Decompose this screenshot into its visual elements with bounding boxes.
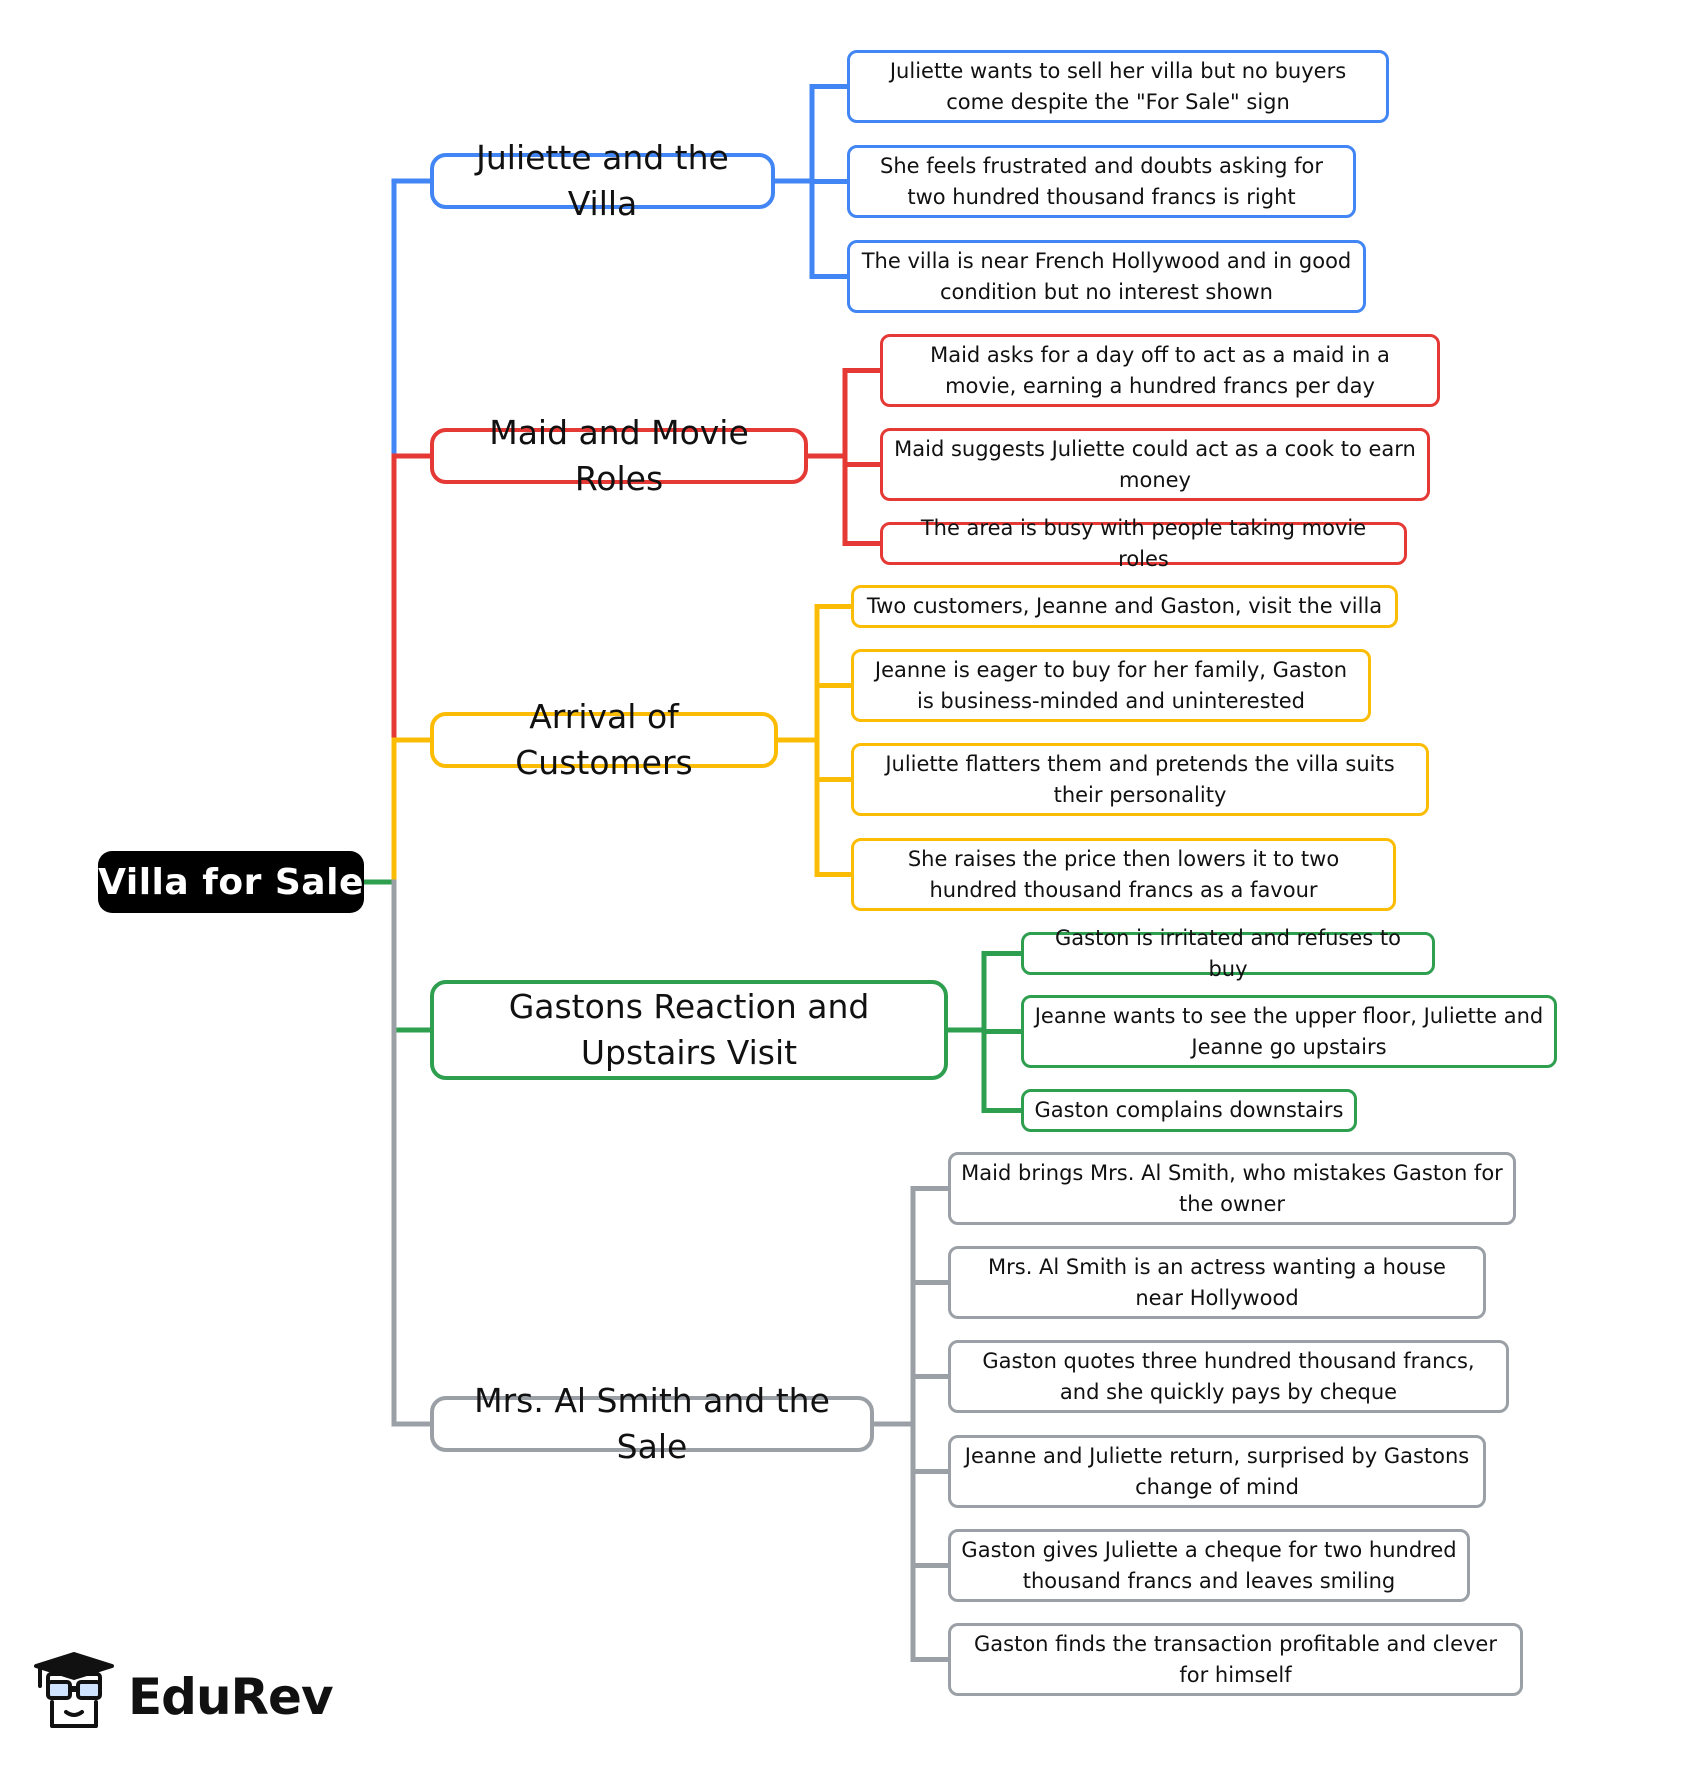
leaf-mrs-al-smith-and-the-sale-2: Mrs. Al Smith is an actress wanting a ho…	[948, 1246, 1486, 1319]
leaf-gastons-reaction-3: Gaston complains downstairs	[1021, 1089, 1357, 1132]
leaf-gastons-reaction-1: Gaston is irritated and refuses to buy	[1021, 926, 1435, 981]
leaf-arrival-of-customers-2: Jeanne is eager to buy for her family, G…	[851, 649, 1371, 722]
branch-gastons-reaction: Gastons Reaction and Upstairs Visit	[430, 980, 948, 1080]
branch-juliette-and-the-villa: Juliette and the Villa	[430, 138, 775, 223]
leaf-mrs-al-smith-and-the-sale-4: Jeanne and Juliette return, surprised by…	[948, 1435, 1486, 1508]
leaf-mrs-al-smith-and-the-sale-3: Gaston quotes three hundred thousand fra…	[948, 1340, 1509, 1413]
leaf-arrival-of-customers-1: Two customers, Jeanne and Gaston, visit …	[851, 585, 1398, 628]
leaf-maid-and-movie-roles-3: The area is busy with people taking movi…	[880, 516, 1407, 571]
edurev-logo-icon	[34, 1652, 114, 1728]
branch-maid-and-movie-roles: Maid and Movie Roles	[430, 413, 808, 498]
leaf-mrs-al-smith-and-the-sale-5: Gaston gives Juliette a cheque for two h…	[948, 1529, 1470, 1602]
leaf-arrival-of-customers-4: She raises the price then lowers it to t…	[851, 838, 1396, 911]
leaf-maid-and-movie-roles-2: Maid suggests Juliette could act as a co…	[880, 428, 1430, 501]
leaf-maid-and-movie-roles-1: Maid asks for a day off to act as a maid…	[880, 334, 1440, 407]
branch-arrival-of-customers: Arrival of Customers	[430, 697, 778, 782]
leaf-juliette-and-the-villa-2: She feels frustrated and doubts asking f…	[847, 145, 1356, 218]
leaf-mrs-al-smith-and-the-sale-6: Gaston finds the transaction profitable …	[948, 1623, 1523, 1696]
branch-mrs-al-smith-and-the-sale: Mrs. Al Smith and the Sale	[430, 1381, 874, 1466]
leaf-juliette-and-the-villa-3: The villa is near French Hollywood and i…	[847, 240, 1366, 313]
leaf-juliette-and-the-villa-1: Juliette wants to sell her villa but no …	[847, 50, 1389, 123]
root-node: Villa for Sale	[98, 851, 364, 913]
leaf-mrs-al-smith-and-the-sale-1: Maid brings Mrs. Al Smith, who mistakes …	[948, 1152, 1516, 1225]
leaf-gastons-reaction-2: Jeanne wants to see the upper floor, Jul…	[1021, 995, 1557, 1068]
logo-text: EduRev	[128, 1668, 334, 1726]
leaf-arrival-of-customers-3: Juliette flatters them and pretends the …	[851, 743, 1429, 816]
